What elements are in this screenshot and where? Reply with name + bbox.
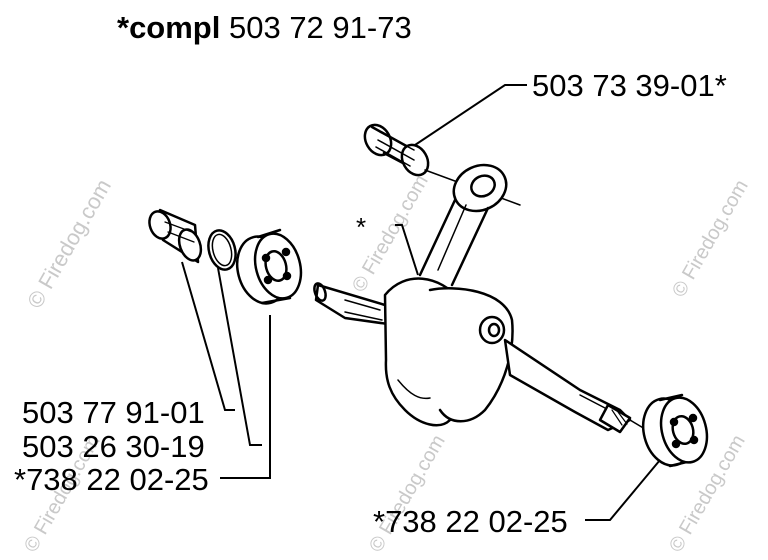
o-ring-part — [207, 229, 237, 271]
label-ball-bearing-left: *738 22 02-25 — [14, 462, 209, 497]
leader-lines — [181, 84, 661, 521]
assembly-title: *compl 503 72 91-73 — [117, 10, 412, 46]
label-ball-bearing-right: *738 22 02-25 — [373, 504, 568, 539]
title-prefix: *compl — [117, 10, 221, 45]
label-spacer-sleeve: 503 77 91-01 — [22, 395, 205, 430]
ball-bearing-right-part — [641, 393, 709, 468]
title-part-number: 503 72 91-73 — [228, 10, 412, 45]
spacer-sleeve-part — [148, 208, 203, 264]
crankshaft-part — [313, 277, 651, 434]
ball-bearing-left-part — [235, 228, 303, 305]
needle-bearing-part — [363, 123, 521, 206]
asterisk-marker: * — [356, 212, 367, 242]
label-o-ring: 503 26 30-19 — [22, 429, 205, 464]
connecting-rod-part — [418, 163, 508, 287]
label-needle-bearing: 503 73 39-01* — [532, 68, 727, 103]
